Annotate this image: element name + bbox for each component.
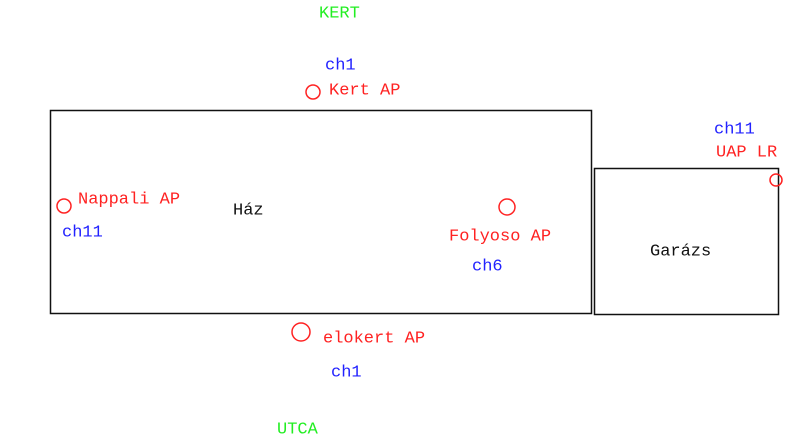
ap-channel-kert: ch1 xyxy=(325,56,356,75)
ap-marker-icon[interactable] xyxy=(305,84,321,100)
ap-channel-folyoso: ch6 xyxy=(472,257,503,276)
ap-marker-icon[interactable] xyxy=(291,322,311,342)
zone-label-utca: UTCA xyxy=(277,420,319,439)
ap-label-folyoso: Folyoso AP xyxy=(449,227,551,246)
ap-label-elokert: elokert AP xyxy=(323,329,425,348)
garage-outline xyxy=(593,167,780,316)
room-label-house: Ház xyxy=(233,201,264,220)
ap-label-nappali: Nappali AP xyxy=(78,190,180,209)
ap-channel-elokert: ch1 xyxy=(331,363,362,382)
ap-label-uap-lr: UAP LR xyxy=(716,143,777,162)
zone-label-kert: KERT xyxy=(319,4,360,23)
room-label-garage: Garázs xyxy=(650,242,711,261)
ap-channel-nappali: ch11 xyxy=(62,223,103,242)
ap-channel-uap-lr: ch11 xyxy=(714,120,755,139)
ap-marker-icon[interactable] xyxy=(498,198,516,216)
ap-label-kert: Kert AP xyxy=(329,81,400,100)
house-outline xyxy=(49,109,593,315)
ap-marker-icon[interactable] xyxy=(769,173,783,187)
ap-marker-icon[interactable] xyxy=(56,198,72,214)
